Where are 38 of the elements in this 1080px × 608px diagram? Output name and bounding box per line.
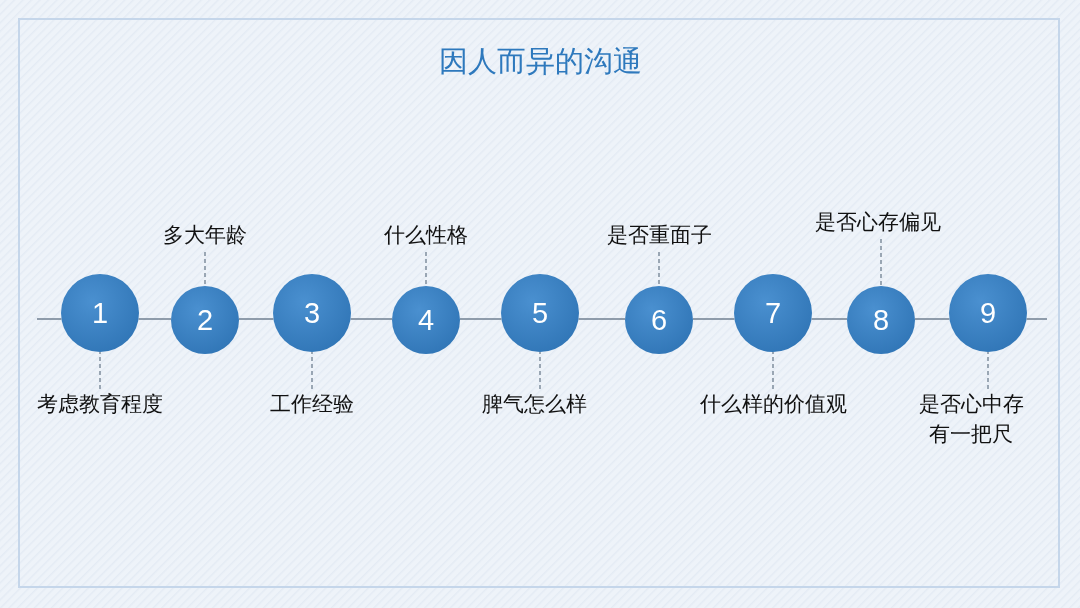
timeline-line xyxy=(238,318,275,320)
label-text: 什么样的价值观 xyxy=(683,389,863,419)
leader-line xyxy=(311,351,313,390)
timeline-line xyxy=(459,318,503,320)
leader-line xyxy=(99,351,101,390)
number-circle: 5 xyxy=(501,274,579,352)
timeline-line xyxy=(810,318,848,320)
leader-line xyxy=(539,351,541,390)
number-circle: 8 xyxy=(847,286,915,354)
number-circle: 3 xyxy=(273,274,351,352)
number-circle: 7 xyxy=(734,274,812,352)
number-circle: 9 xyxy=(949,274,1027,352)
timeline-line xyxy=(914,318,951,320)
label-text: 什么性格 xyxy=(366,220,486,250)
timeline-line xyxy=(577,318,626,320)
label-text: 脾气怎么样 xyxy=(464,389,604,419)
title: 因人而异的沟通 xyxy=(437,44,643,79)
timeline-line xyxy=(36,318,63,320)
timeline-line xyxy=(349,318,393,320)
label-text: 工作经验 xyxy=(252,389,372,419)
label-text: 是否心存偏见 xyxy=(798,207,958,237)
number-circle: 1 xyxy=(61,274,139,352)
leader-line xyxy=(880,238,882,287)
number-circle: 4 xyxy=(392,286,460,354)
label-text: 是否重面子 xyxy=(589,220,729,250)
leader-line xyxy=(772,351,774,390)
label-text: 多大年龄 xyxy=(145,220,265,250)
timeline-line xyxy=(137,318,172,320)
timeline-line xyxy=(692,318,736,320)
leader-line xyxy=(204,251,206,287)
leader-line xyxy=(425,251,427,287)
leader-line xyxy=(987,351,989,390)
number-circle: 2 xyxy=(171,286,239,354)
label-text: 考虑教育程度 xyxy=(25,389,175,419)
label-text: 是否心中存有一把尺 xyxy=(912,389,1030,449)
number-circle: 6 xyxy=(625,286,693,354)
leader-line xyxy=(658,251,660,287)
timeline-line xyxy=(1025,318,1048,320)
